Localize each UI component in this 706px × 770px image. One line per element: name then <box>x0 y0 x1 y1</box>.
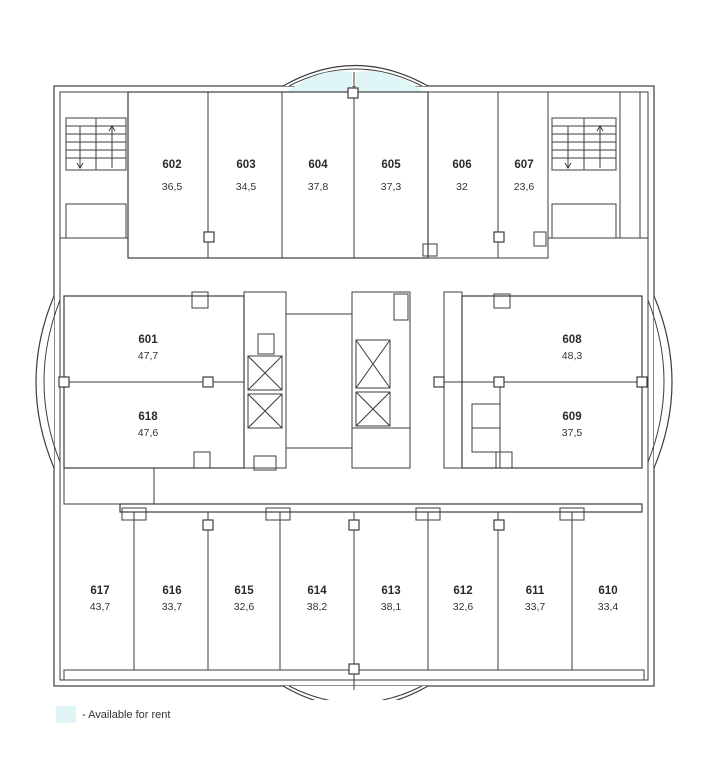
right-stairs <box>547 91 649 239</box>
legend: - Available for rent <box>56 706 170 723</box>
room-number-618: 618 <box>138 411 158 423</box>
room-number-610: 610 <box>598 585 617 597</box>
room-number-615: 615 <box>234 585 254 597</box>
room-area-611: 33,7 <box>525 601 546 613</box>
room-area-607: 23,6 <box>514 181 535 193</box>
room-area-608: 48,3 <box>562 350 583 362</box>
room-number-605: 605 <box>381 159 401 171</box>
room-number-612: 612 <box>453 585 472 597</box>
legend-swatch-available <box>56 706 76 723</box>
room-number-604: 604 <box>308 159 328 171</box>
room-number-606: 606 <box>452 159 471 171</box>
top-row-walls <box>127 72 549 259</box>
room-number-617: 617 <box>90 585 109 597</box>
floor-plan: 602 36,5 603 34,5 604 37,8 605 37,3 606 … <box>35 65 673 700</box>
room-area-601: 47,7 <box>138 350 159 362</box>
room-area-615: 32,6 <box>234 601 255 613</box>
middle-left-walls <box>58 291 245 469</box>
room-number-602: 602 <box>162 159 181 171</box>
room-number-601: 601 <box>138 334 158 346</box>
room-area-606: 32 <box>456 181 468 193</box>
room-area-610: 33,4 <box>598 601 619 613</box>
room-number-614: 614 <box>307 585 327 597</box>
room-number-611: 611 <box>526 585 545 597</box>
room-number-608: 608 <box>562 334 582 346</box>
room-area-603: 34,5 <box>236 181 257 193</box>
room-number-609: 609 <box>562 411 581 423</box>
room-number-613: 613 <box>381 585 400 597</box>
room-area-617: 43,7 <box>90 601 111 613</box>
bottom-row-walls <box>63 467 645 690</box>
room-area-613: 38,1 <box>381 601 402 613</box>
room-area-609: 37,5 <box>562 427 583 439</box>
room-area-604: 37,8 <box>308 181 329 193</box>
legend-label: - Available for rent <box>82 708 171 721</box>
room-area-612: 32,6 <box>453 601 474 613</box>
room-area-605: 37,3 <box>381 181 402 193</box>
room-area-618: 47,6 <box>138 427 159 439</box>
middle-right-walls <box>433 291 648 469</box>
room-number-616: 616 <box>162 585 181 597</box>
room-number-607: 607 <box>514 159 533 171</box>
room-area-616: 33,7 <box>162 601 183 613</box>
left-stairs <box>59 91 129 239</box>
room-number-603: 603 <box>236 159 255 171</box>
room-area-602: 36,5 <box>162 181 183 193</box>
right-elevator-core <box>351 291 411 469</box>
room-labels: 602 36,5 603 34,5 604 37,8 605 37,3 606 … <box>90 159 619 613</box>
room-area-614: 38,2 <box>307 601 328 613</box>
